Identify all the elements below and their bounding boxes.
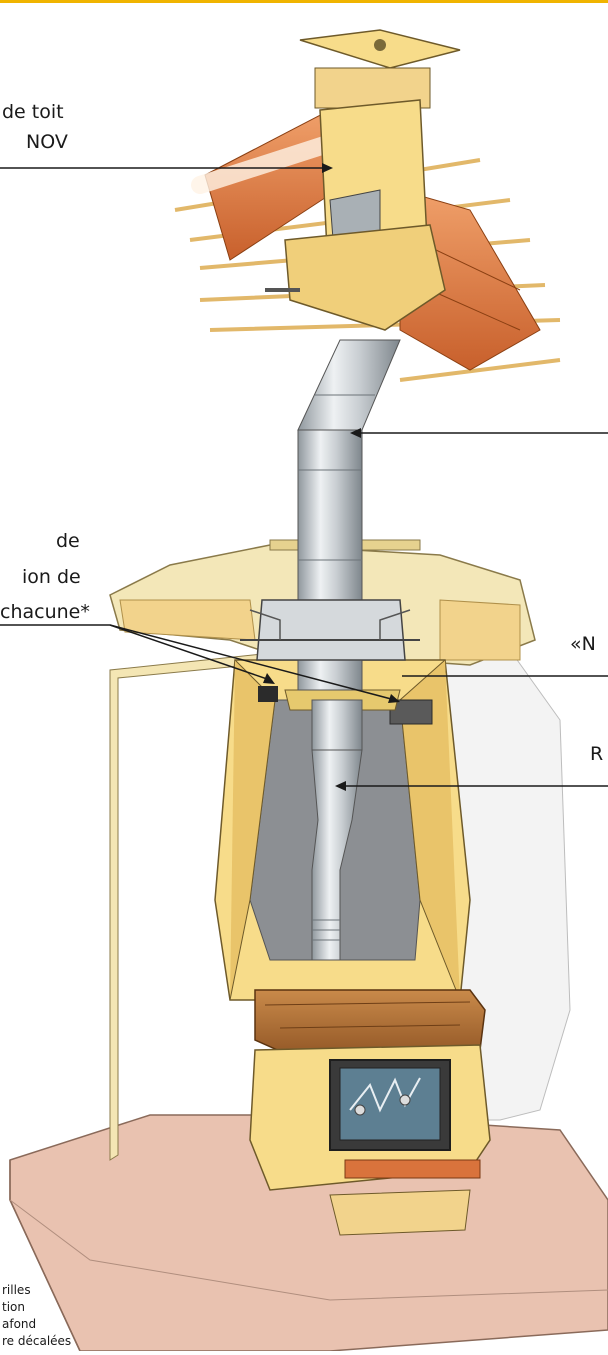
fireplace-hood xyxy=(214,659,471,1001)
leader-vent-right xyxy=(109,624,396,701)
label-pipe-left-line1: de xyxy=(56,530,80,552)
ceiling-support-plate xyxy=(240,599,420,661)
hearth-bricks xyxy=(344,1159,481,1179)
footnote-line2: tion xyxy=(2,1300,25,1314)
firebox-glass xyxy=(339,1067,441,1141)
label-pipe-left-line2: ion de xyxy=(22,566,81,588)
fireplace-body xyxy=(249,1044,491,1236)
vent-grille-left xyxy=(258,686,278,702)
chimney-stack xyxy=(265,29,461,331)
label-roof-exit-line2: NOV xyxy=(26,131,68,153)
top-rule xyxy=(0,0,608,3)
footnote-line3: afond xyxy=(2,1317,37,1331)
leader-lines xyxy=(0,167,608,787)
mantel-beam xyxy=(254,989,486,1061)
footnote-line1: rilles xyxy=(2,1283,31,1297)
flue-pipe-lower xyxy=(311,699,363,961)
label-connector: R xyxy=(590,743,604,765)
label-pipe-left-line3: chacune* xyxy=(0,601,90,623)
label-ceiling-plate: «N xyxy=(570,633,596,655)
footnote-line4: re décalées xyxy=(2,1334,72,1348)
label-roof-exit-line1: de toit xyxy=(2,101,64,123)
